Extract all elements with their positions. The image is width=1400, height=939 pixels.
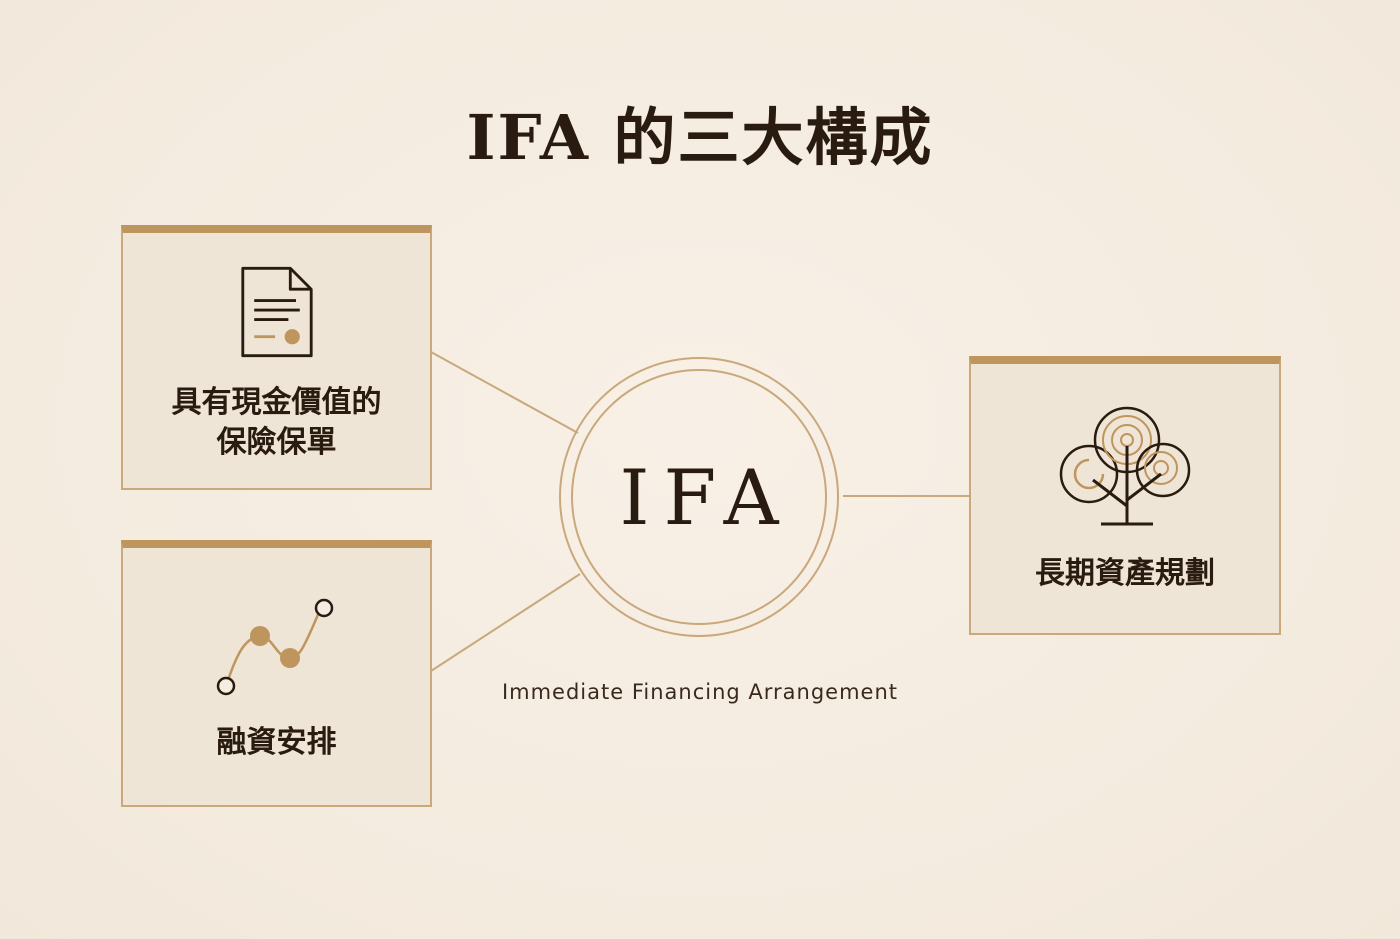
hub-circle bbox=[559, 357, 839, 637]
tree-icon bbox=[1059, 406, 1191, 526]
hub-subtitle: Immediate Financing Arrangement bbox=[501, 680, 899, 704]
hub-label: IFA bbox=[619, 453, 793, 542]
card-label: 融資安排 bbox=[216, 725, 337, 760]
page-title: IFA 的三大構成 bbox=[466, 101, 934, 174]
connector-top-left bbox=[430, 351, 579, 434]
card-label: 具有現金價值的 保險保單 bbox=[171, 385, 382, 460]
card-asset-planning: 長期資產規劃 bbox=[969, 356, 1281, 635]
card-financing: 融資安排 bbox=[121, 540, 432, 807]
card-label: 長期資產規劃 bbox=[1035, 556, 1215, 591]
card-insurance-policy: 具有現金價值的 保險保單 bbox=[121, 225, 432, 490]
document-icon bbox=[241, 266, 313, 358]
connector-bottom-left bbox=[430, 573, 581, 672]
line-chart-icon bbox=[216, 598, 334, 696]
